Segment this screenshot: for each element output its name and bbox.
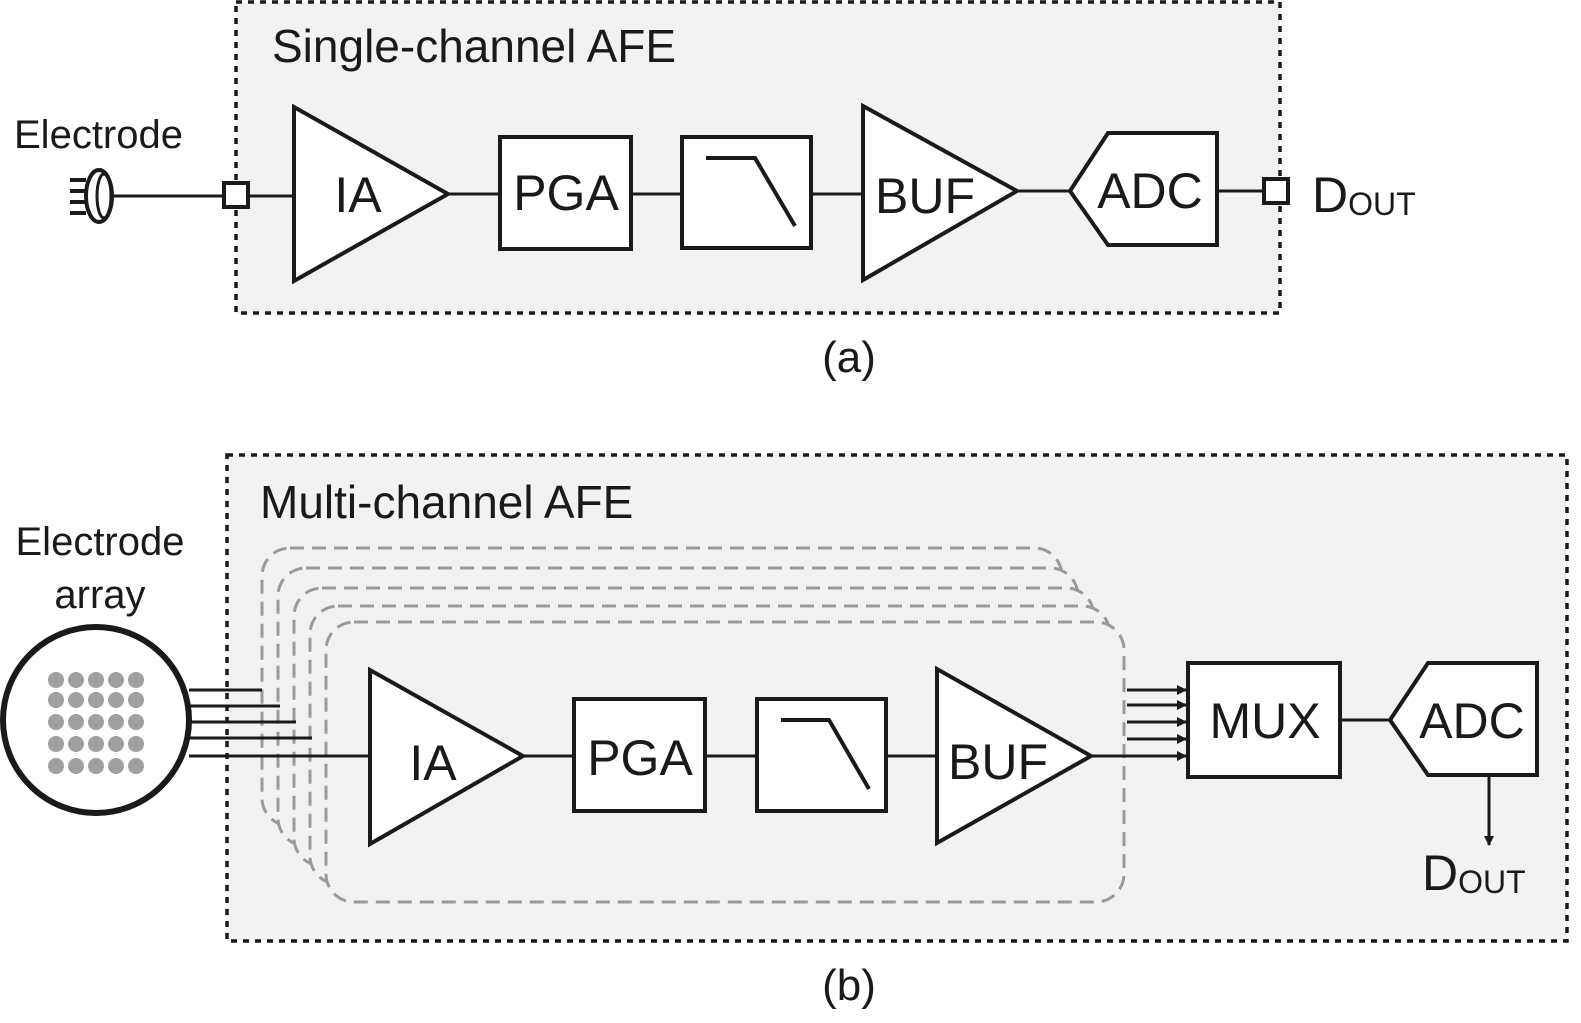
pga-block-b	[572, 697, 707, 813]
electrode-array-label-line2: array	[54, 573, 145, 617]
low-pass-filter-icon	[706, 156, 797, 228]
buf-label: BUF	[875, 168, 975, 224]
buf-label-b: BUF	[948, 734, 1048, 790]
panel-b: Multi-channel AFE Electrode array	[0, 453, 1569, 1010]
buf-amplifier-b	[935, 665, 1096, 847]
panel-a-title: Single-channel AFE	[272, 20, 676, 72]
ia-amplifier	[292, 103, 453, 285]
input-pad	[222, 181, 250, 209]
adc-label: ADC	[1097, 163, 1203, 219]
channel-outline-1	[324, 620, 1126, 904]
low-pass-filter-block	[680, 135, 813, 250]
pga-label-b: PGA	[587, 730, 693, 786]
mux-input-arrows	[1091, 685, 1187, 761]
electrode-icon	[70, 168, 114, 224]
ia-amplifier-b	[368, 666, 528, 848]
ia-label-b: IA	[409, 735, 457, 791]
adc-block-b	[1387, 661, 1539, 777]
electrode-array-label-line1: Electrode	[16, 520, 185, 564]
panel-a: Single-channel AFE Electrode IA PGA BUF …	[14, 0, 1416, 382]
low-pass-filter-block-b	[755, 697, 888, 813]
caption-b: (b)	[822, 961, 876, 1010]
caption-a: (a)	[822, 333, 876, 382]
pga-label: PGA	[513, 165, 619, 221]
ia-label: IA	[334, 167, 382, 223]
buf-amplifier	[861, 102, 1022, 284]
electrode-array-icon	[0, 624, 192, 816]
electrode-dot-grid	[48, 672, 144, 774]
electrode-label: Electrode	[14, 113, 183, 157]
array-input-wires	[189, 688, 370, 758]
mux-label: MUX	[1209, 693, 1320, 749]
dout-sub-a: OUT	[1348, 186, 1416, 222]
dout-label-a: DOUT	[1312, 167, 1416, 223]
low-pass-filter-icon-b	[781, 718, 871, 791]
adc-block	[1067, 131, 1219, 247]
adc-label-b: ADC	[1419, 693, 1525, 749]
dout-label-b: DOUT	[1422, 845, 1526, 901]
panel-b-title: Multi-channel AFE	[260, 476, 633, 528]
dout-main-b: D	[1422, 845, 1458, 901]
pga-block	[498, 135, 633, 251]
dout-main-a: D	[1312, 167, 1348, 223]
dout-sub-b: OUT	[1458, 864, 1526, 900]
output-pad	[1262, 177, 1290, 205]
